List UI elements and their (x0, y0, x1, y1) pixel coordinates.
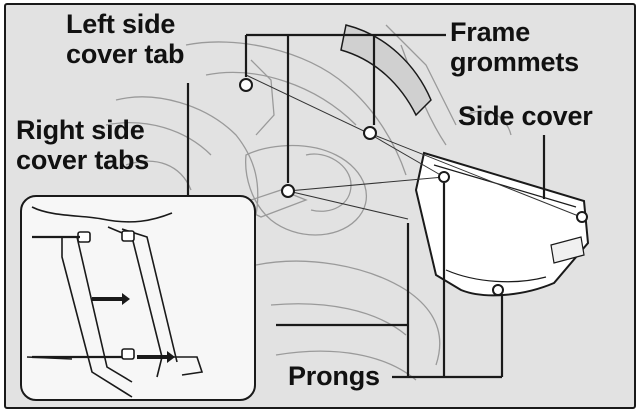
grommet-lower (281, 184, 295, 198)
cover-prongs (438, 171, 588, 296)
inset-arrows (92, 293, 175, 363)
prong-upper-left (438, 171, 450, 183)
prong-right (576, 211, 588, 223)
motorcycle-side-cover-drawing (105, 24, 590, 381)
diagram-frame: Left side cover tab Frame grommets Side … (4, 3, 636, 409)
prong-lower (492, 284, 504, 296)
frame-grommets-label: Frame grommets (450, 17, 579, 77)
left-tab-upper (121, 230, 135, 242)
detail-inset (20, 195, 256, 401)
side-cover-part (414, 151, 590, 297)
grommet-upper-left (239, 78, 253, 92)
left-side-cover-tab-label: Left side cover tab (66, 9, 185, 69)
inset-callout-lines (32, 235, 122, 359)
assembly-guide-lines (245, 74, 582, 220)
prongs-label: Prongs (288, 361, 380, 391)
side-cover-label: Side cover (458, 101, 593, 131)
grommet-upper-right (363, 126, 377, 140)
frame-grommets (239, 78, 377, 198)
inset-tabs-drawing (26, 206, 204, 398)
top-ridge (340, 24, 432, 117)
right-side-cover-tabs-label: Right side cover tabs (16, 115, 150, 175)
right-tab-lower (121, 348, 135, 360)
